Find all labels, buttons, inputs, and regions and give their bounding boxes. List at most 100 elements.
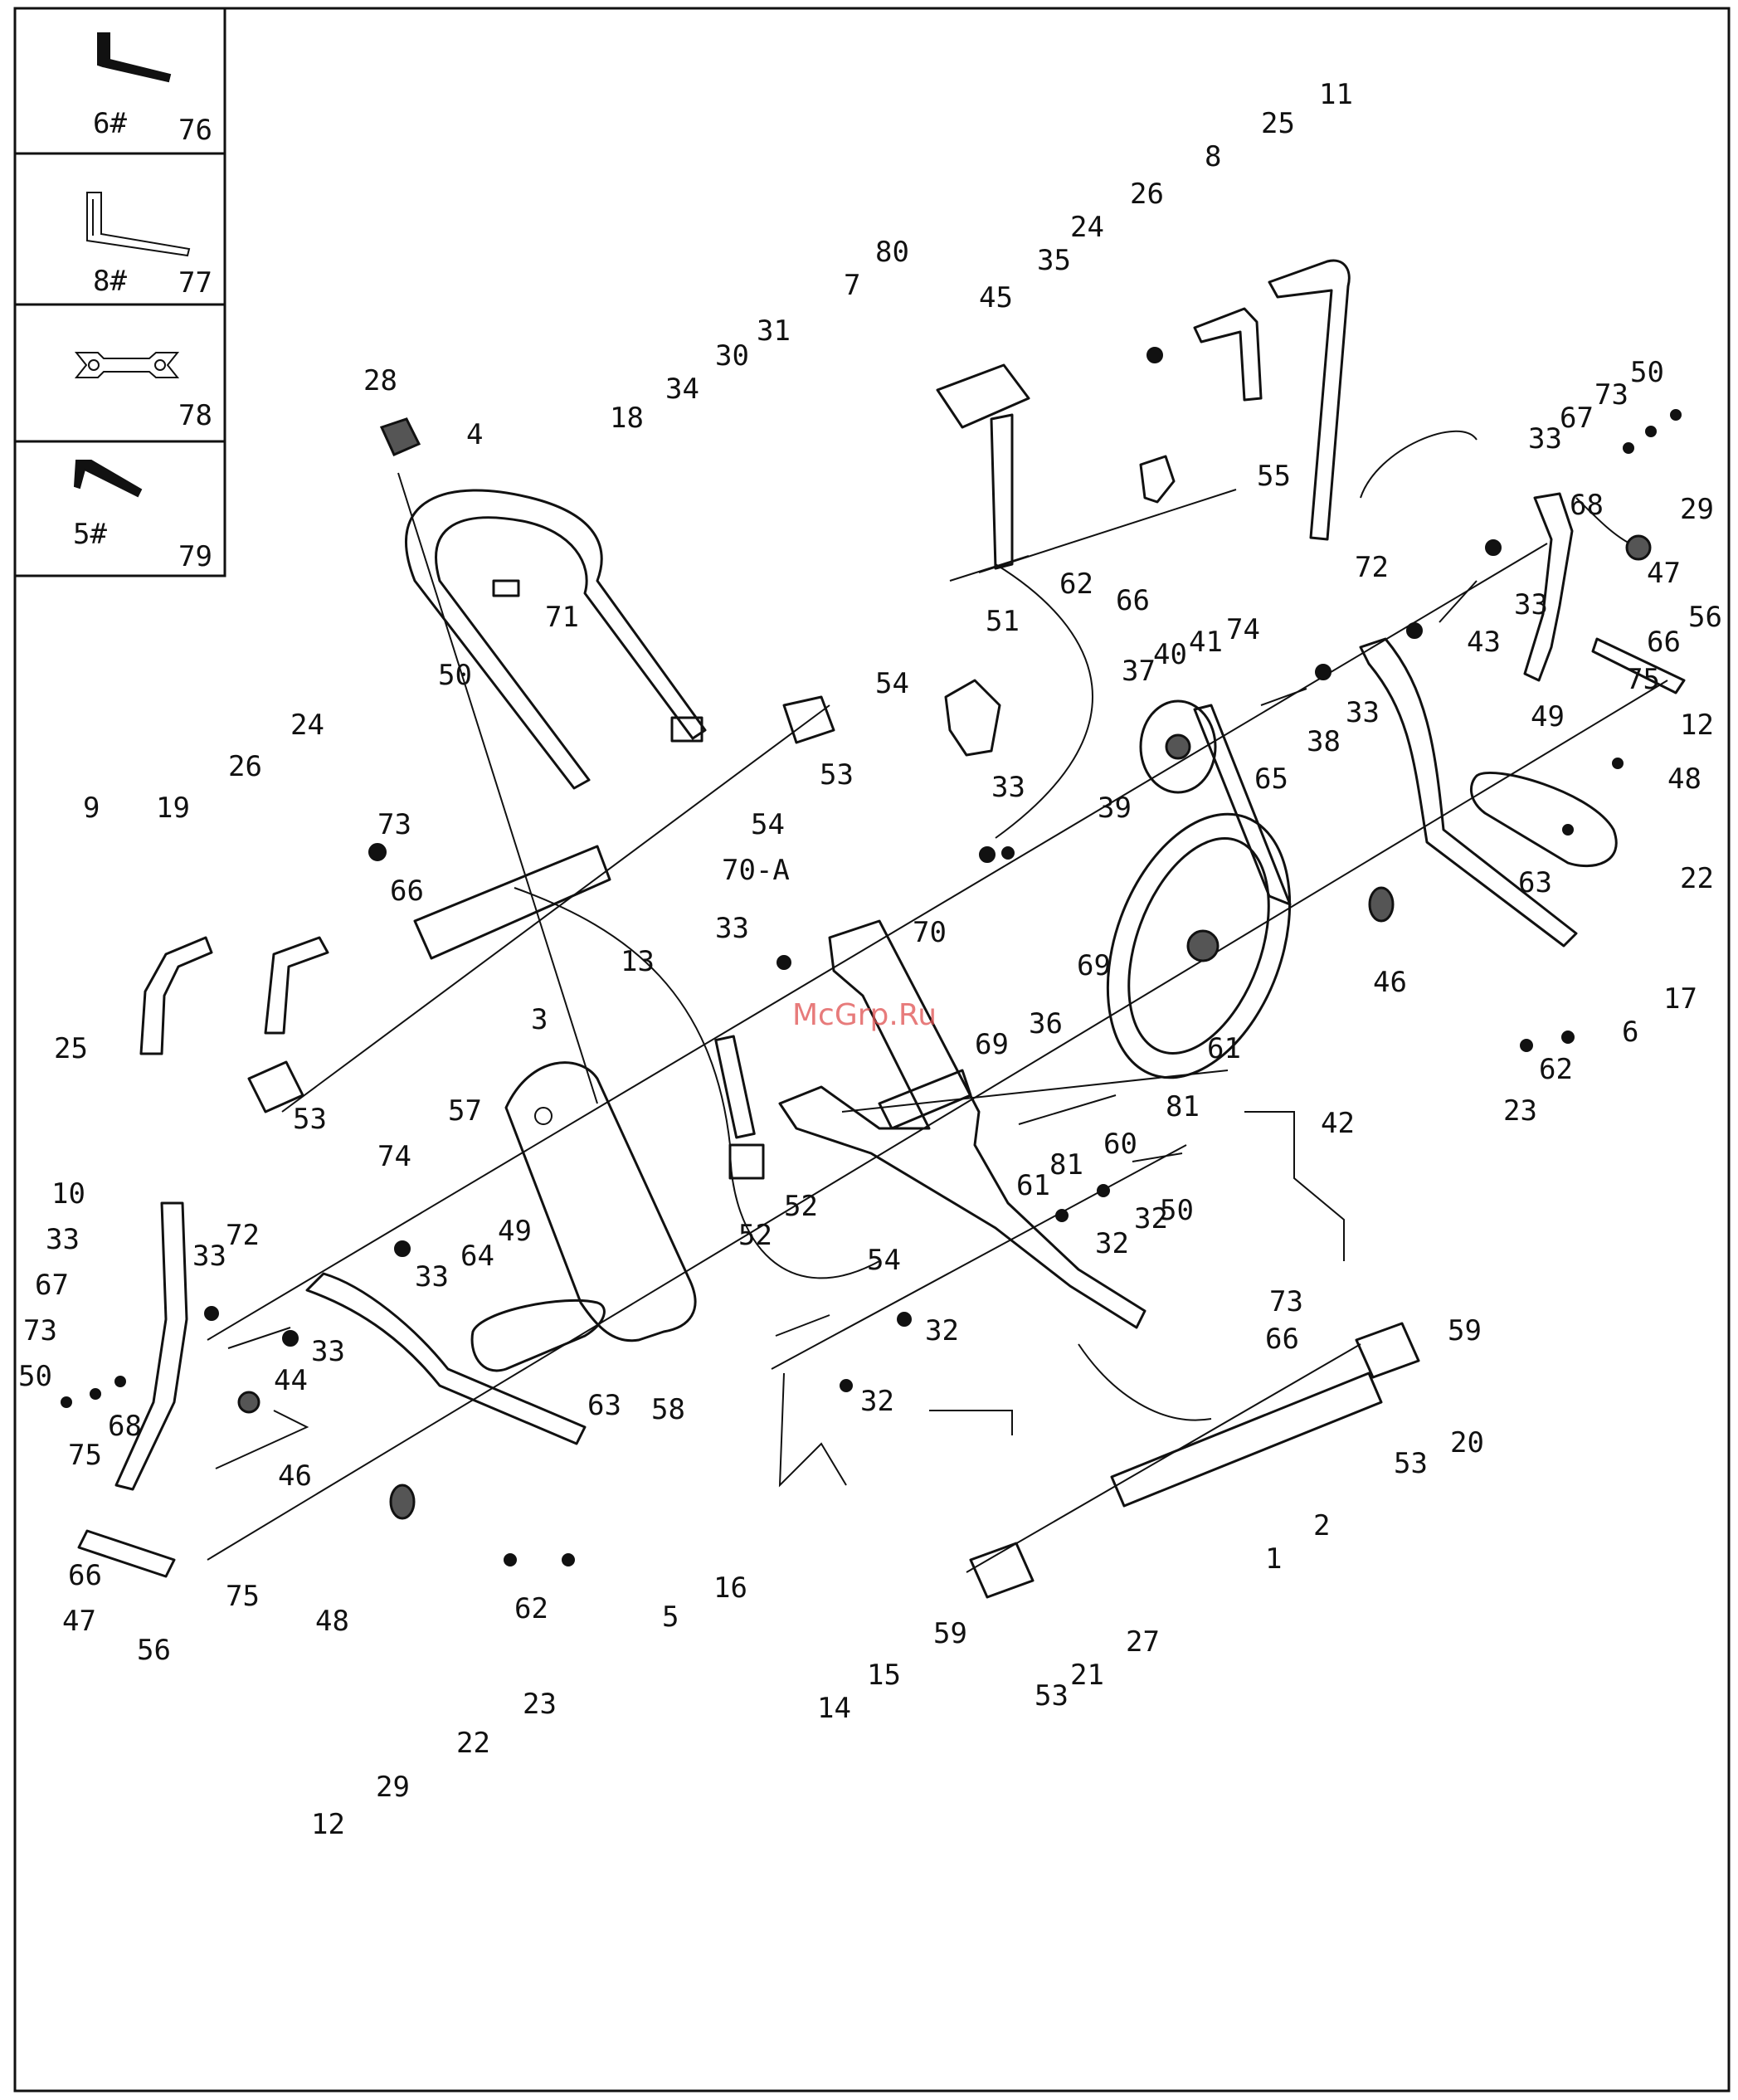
- part-callout: 56: [137, 1634, 171, 1667]
- part-callout: 73: [1594, 378, 1628, 412]
- part-callout: 48: [315, 1605, 349, 1638]
- part-callout: 42: [1321, 1107, 1355, 1140]
- main-frame-13: [778, 919, 1146, 1329]
- end-cap-18: [782, 695, 835, 744]
- part-callout: 5: [662, 1601, 679, 1634]
- part-callout: 7: [844, 269, 860, 302]
- part-callout: 53: [820, 758, 854, 792]
- part-callout: 65: [1254, 763, 1288, 796]
- part-callout: 25: [1261, 107, 1295, 140]
- handlebar-4: [405, 489, 707, 790]
- part-callout: 2: [1313, 1509, 1330, 1542]
- part-callout: 36: [1029, 1007, 1063, 1040]
- pedal-17: [1469, 772, 1618, 868]
- right-lower-arm-11: [1523, 492, 1574, 682]
- part-callout: 63: [587, 1389, 621, 1422]
- part-callout: 71: [545, 601, 579, 634]
- part-callout: 54: [751, 808, 785, 841]
- bolt-24-left: [368, 843, 387, 861]
- part-callout: 46: [1373, 966, 1407, 999]
- part-callout: 33: [1514, 588, 1548, 621]
- part-callout: 23: [523, 1688, 557, 1721]
- foot-12-right: [1591, 637, 1686, 694]
- part-callout: 32: [1095, 1227, 1129, 1260]
- part-callout: 75: [1626, 663, 1660, 696]
- part-callout: 54: [875, 667, 909, 700]
- cover-30: [944, 679, 1001, 757]
- part-callout: 10: [51, 1177, 85, 1211]
- drawing-border: [13, 7, 1731, 2093]
- part-callout: 73: [377, 808, 411, 841]
- part-callout: 60: [1103, 1128, 1137, 1161]
- part-callout: 12: [1680, 709, 1714, 742]
- part-callout: 66: [1265, 1323, 1299, 1356]
- part-callout: 31: [757, 314, 791, 348]
- tool-size-6: 6#: [93, 107, 127, 140]
- part-callout: 6: [1622, 1016, 1638, 1049]
- part-callout: 51: [986, 605, 1020, 638]
- handlebar-end: [670, 716, 703, 743]
- fasteners: [61, 409, 1682, 1566]
- tool-legend: 6# 76 8# 77 78 5# 79: [13, 7, 226, 577]
- part-callout: 75: [226, 1580, 260, 1613]
- handlebar-cap-71: [492, 579, 520, 597]
- part-callout: 63: [1518, 866, 1552, 899]
- part-callout: 11: [1319, 78, 1353, 111]
- part-callout: 9: [83, 792, 100, 825]
- flywheel-inner: [1127, 837, 1270, 1055]
- right-handle-26: [1193, 307, 1263, 402]
- part-callout: 68: [108, 1410, 142, 1443]
- part-callout: 53: [293, 1103, 327, 1136]
- part-callout: 75: [68, 1439, 102, 1472]
- part-callout: 14: [817, 1692, 851, 1725]
- spanner-icon: [74, 352, 180, 378]
- part-callout: 32: [860, 1385, 894, 1418]
- part-callout: 30: [715, 339, 749, 373]
- part-callout: 69: [1077, 949, 1111, 982]
- part-callout: 64: [460, 1240, 494, 1273]
- part-callout: 56: [1688, 601, 1722, 634]
- part-callout: 19: [156, 792, 190, 825]
- rear-stabilizer-2: [1110, 1372, 1383, 1508]
- part-callout: 22: [456, 1727, 490, 1760]
- part-callout: 62: [1539, 1053, 1573, 1086]
- part-callout: 26: [228, 750, 262, 783]
- assembly-lines: [207, 430, 1668, 1573]
- part-callout: 72: [1355, 551, 1389, 584]
- part-callout: 34: [665, 373, 699, 406]
- roller-23-right: [1368, 886, 1395, 923]
- part-callout: 48: [1667, 763, 1701, 796]
- part-callout: 33: [1346, 696, 1380, 729]
- chain-cover-hole: [534, 1107, 553, 1125]
- console-80: [936, 363, 1030, 429]
- part-callout: 59: [1448, 1314, 1482, 1347]
- part-callout: 15: [867, 1659, 901, 1692]
- flywheel-42: [1106, 812, 1292, 1079]
- roller-44: [237, 1391, 260, 1414]
- part-callout: 47: [1647, 557, 1681, 590]
- pedal-58: [470, 1298, 606, 1372]
- part-callout: 33: [715, 912, 749, 945]
- part-callout: 38: [1307, 725, 1341, 758]
- part-callout: 4: [466, 418, 483, 451]
- bolt-24-right: [1146, 347, 1163, 363]
- part-callout: 52: [784, 1190, 818, 1223]
- part-callout: 32: [1134, 1202, 1168, 1235]
- roller-23-left: [389, 1484, 416, 1520]
- part-callout: 23: [1503, 1094, 1537, 1128]
- pedal-arm-6: [1359, 637, 1578, 948]
- part-callout: 81: [1166, 1090, 1200, 1123]
- part-callout: 50: [18, 1360, 52, 1393]
- part-callout: 33: [46, 1223, 80, 1256]
- bracket-52b: [728, 1143, 765, 1180]
- right-arm-8: [1268, 259, 1351, 541]
- part-callout: 66: [1116, 584, 1150, 617]
- part-callout: 73: [23, 1314, 57, 1347]
- part-callout: 33: [1528, 422, 1562, 456]
- part-callout: 47: [62, 1605, 96, 1638]
- part-callout: 62: [1059, 568, 1093, 601]
- tool-number-79: 79: [178, 540, 212, 573]
- part-callout: 1: [1265, 1542, 1282, 1576]
- part-callout: 37: [1122, 655, 1156, 688]
- part-callout: 17: [1663, 982, 1697, 1016]
